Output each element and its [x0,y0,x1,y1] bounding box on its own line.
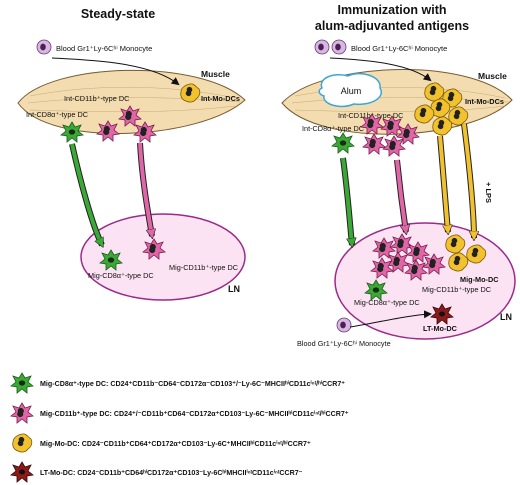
right-blood-monocytes: Blood Gr1⁺Ly-6Cʰⁱ Monocyte [314,39,447,55]
left-mig-cd11b-label: Mig-CD11b⁺-type DC [169,263,238,272]
right-mo-migration-arrow-2 [462,123,474,238]
left-lymph-node [80,213,246,301]
right-panel-title-line1: Immunization with [337,3,446,17]
legend-lt-mo-icon [10,461,34,483]
lps-label: + LPS [484,182,493,203]
monocyte-icon [336,317,352,333]
left-mig-cd8-label: Mig-CD8α⁺-type DC [88,271,154,280]
left-ln-label: LN [228,284,240,294]
monocyte-icon [331,39,347,55]
right-int-cd11b-cell [362,133,386,155]
legend-item-cd11b: Mig-CD11b⁺-type DC: CD24⁺/⁻CD11b⁺CD64⁻CD… [40,409,349,418]
right-int-cd8-cell [331,132,355,154]
right-monocyte-arrow [329,57,432,82]
right-panel-title-line2: alum-adjuvanted antigens [315,19,469,33]
right-mig-mo-label: Mig-Mo-DC [460,275,499,284]
left-blood-monocyte-label: Blood Gr1⁺Ly-6Cʰⁱ Monocyte [56,44,152,53]
right-cd8-migration-arrow [341,157,352,245]
right-mig-cd8-label: Mig-CD8α⁺-type DC [354,298,420,307]
right-int-cd8-label: Int-CD8α⁺-type DC [302,124,364,133]
right-blood-monocyte-label: Blood Gr1⁺Ly-6Cʰⁱ Monocyte [351,44,447,53]
right-muscle-label: Muscle [478,71,507,81]
left-blood-monocyte: Blood Gr1⁺Ly-6Cʰⁱ Monocyte [36,39,152,55]
legend-item-mig-mo: Mig-Mo-DC: CD24⁻CD11b⁺CD64⁺CD172α⁺CD103⁻… [40,439,311,448]
right-lt-mo-label: LT-Mo-DC [423,324,458,333]
right-int-mo-label: Int-Mo-DCs [465,97,504,106]
alum-label: Alum [341,86,362,96]
right-int-cd11b-cell [382,135,406,157]
right-blood-monocyte-bottom-label: Blood Gr1⁺Ly-6Cʰⁱ Monocyte [297,339,391,348]
left-cd8-migration-arrow [70,143,104,245]
legend-mig-mo-icon [12,433,33,453]
left-monocyte-arrow [51,57,180,86]
left-muscle-label: Muscle [201,69,230,79]
alum-depot [318,72,383,108]
left-cd11b-migration-arrow [138,142,152,236]
left-int-cd8-label: Int-CD8α⁺-type DC [26,110,88,119]
legend-cd8-icon [10,372,34,394]
legend-item-lt-mo: LT-Mo-DC: CD24⁻CD11b⁺CD64ʰⁱCD172α⁺CD103⁻… [40,468,303,477]
left-int-mo-label: Int-Mo-DCs [201,94,240,103]
right-ln-label: LN [500,312,512,322]
monocyte-icon [36,39,52,55]
left-panel-title: Steady-state [81,7,155,21]
right-mo-migration-arrow-1 [438,135,448,232]
legend: Mig-CD8α⁺-type DC: CD24⁺CD11b⁻CD64⁻CD172… [10,372,349,483]
right-mig-cd11b-label: Mig-CD11b⁺-type DC [422,285,491,294]
legend-item-cd8: Mig-CD8α⁺-type DC: CD24⁺CD11b⁻CD64⁻CD172… [40,379,345,388]
monocyte-icon [314,39,330,55]
left-int-cd11b-label: Int-CD11b⁺-type DC [64,94,129,103]
right-lt-mo-arrow [349,310,432,328]
right-cd11b-migration-arrow [395,159,406,232]
legend-cd11b-icon [10,402,34,424]
